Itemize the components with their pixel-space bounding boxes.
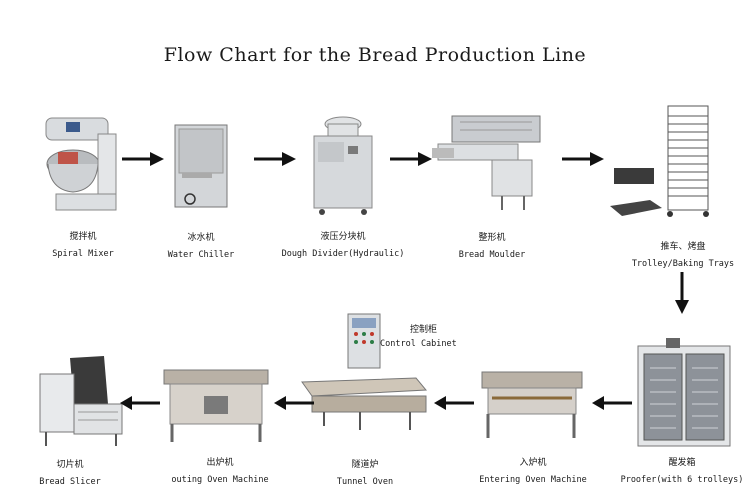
node-en-label: Proofer(with 6 trolleys) — [602, 473, 750, 487]
dough-divider-node: 液压分块机 Dough Divider(Hydraulic) — [308, 112, 378, 217]
trolley-trays-node: 推车、烤盘 Trolley/Baking Trays — [606, 104, 716, 222]
bread-moulder-node: 整形机 Bread Moulder — [432, 104, 552, 214]
trolley-trays-image — [606, 104, 716, 222]
node-en-label: Tunnel Oven — [285, 475, 445, 489]
arrow-left-icon — [434, 396, 474, 410]
control-cabinet-cn: 控制柜 — [380, 322, 480, 335]
outing-oven-node: 出炉机 outing Oven Machine — [160, 366, 272, 446]
node-cn-label: 入炉机 — [453, 456, 613, 470]
dough-divider-image — [308, 112, 378, 217]
water-chiller-node: 冰水机 Water Chiller — [172, 123, 230, 211]
node-cn-label: 隧道炉 — [285, 458, 445, 472]
bread-slicer-image — [36, 354, 128, 450]
arrow-right-icon — [122, 152, 164, 166]
node-en-label: Trolley/Baking Trays — [603, 257, 750, 271]
node-cn-label: 液压分块机 — [263, 230, 423, 244]
entering-oven-node: 入炉机 Entering Oven Machine — [478, 368, 588, 442]
arrow-right-icon — [254, 152, 296, 166]
node-en-label: Bread Moulder — [412, 248, 572, 262]
control-cabinet-label: 控制柜 Control Cabinet — [380, 322, 480, 349]
chart-title: Flow Chart for the Bread Production Line — [0, 44, 750, 66]
node-cn-label: 冰水机 — [121, 231, 281, 245]
bread-slicer-node: 切片机 Bread Slicer — [36, 354, 128, 450]
arrow-left-icon — [120, 396, 160, 410]
node-en-label: Entering Oven Machine — [453, 473, 613, 487]
node-cn-label: 整形机 — [412, 231, 572, 245]
node-cn-label: 醒发箱 — [602, 456, 750, 470]
control-cabinet-image — [346, 312, 382, 370]
node-en-label: Bread Slicer — [0, 475, 150, 489]
proofer-image — [636, 338, 732, 450]
entering-oven-image — [478, 368, 588, 442]
proofer-node: 醒发箱 Proofer(with 6 trolleys) — [636, 338, 732, 450]
arrow-down-icon — [675, 272, 689, 314]
node-en-label: Dough Divider(Hydraulic) — [263, 247, 423, 261]
node-cn-label: 推车、烤盘 — [603, 240, 750, 254]
node-en-label: Water Chiller — [121, 248, 281, 262]
tunnel-oven-image — [300, 376, 430, 434]
tunnel-oven-node: 隧道炉 Tunnel Oven — [300, 376, 430, 434]
node-cn-label: 出炉机 — [140, 456, 300, 470]
arrow-right-icon — [390, 152, 432, 166]
control-cabinet-en: Control Cabinet — [380, 339, 480, 349]
arrow-right-icon — [562, 152, 604, 166]
node-en-label: outing Oven Machine — [140, 473, 300, 487]
spiral-mixer-image — [38, 112, 128, 217]
bread-moulder-image — [432, 104, 552, 214]
water-chiller-image — [172, 123, 230, 211]
arrow-left-icon — [274, 396, 314, 410]
node-cn-label: 切片机 — [0, 458, 150, 472]
spiral-mixer-node: 搅拌机 Spiral Mixer — [38, 112, 128, 217]
control-cabinet-node — [346, 312, 382, 370]
arrow-left-icon — [592, 396, 632, 410]
outing-oven-image — [160, 366, 272, 446]
